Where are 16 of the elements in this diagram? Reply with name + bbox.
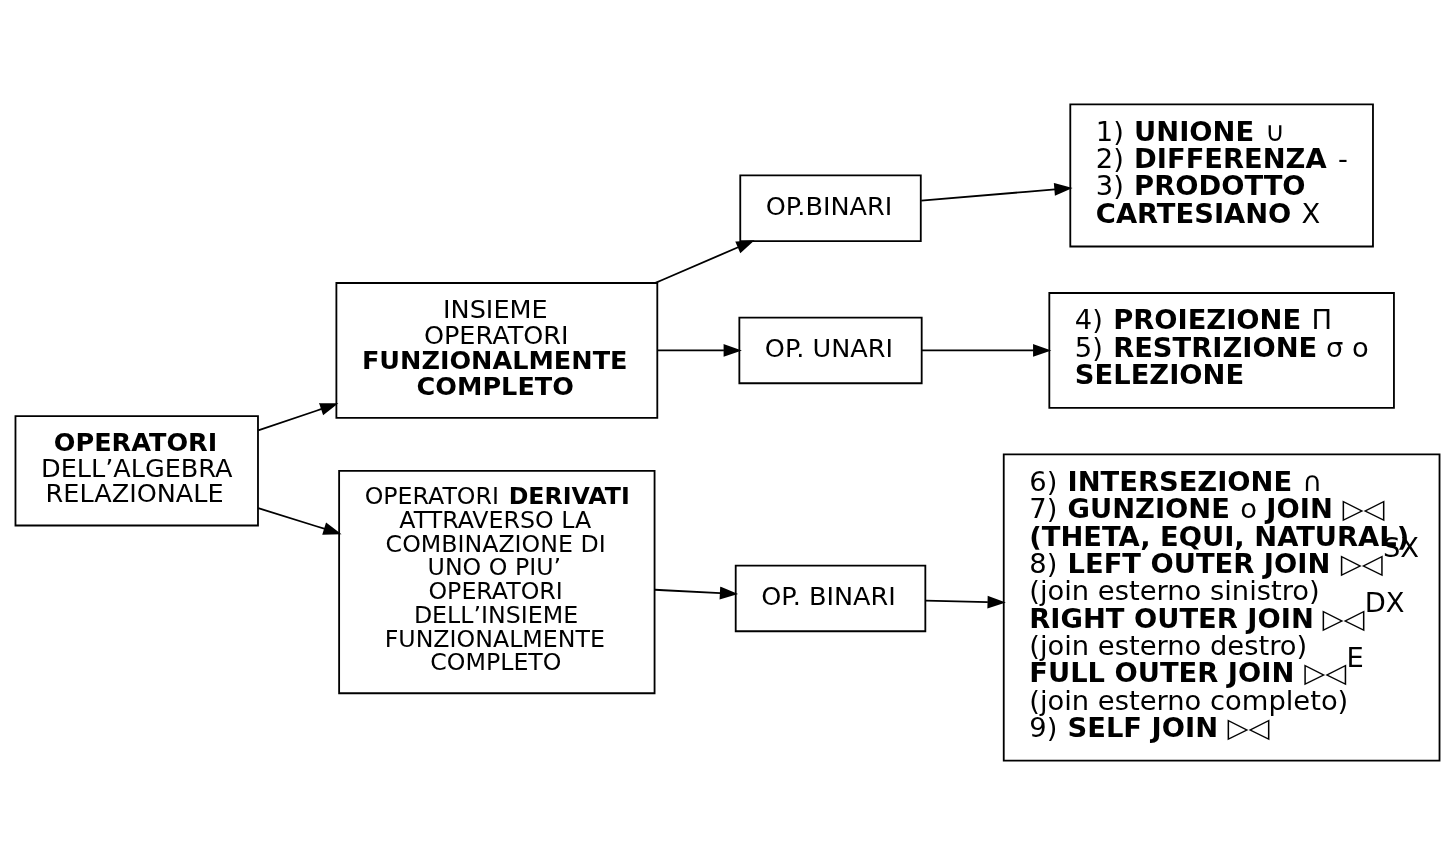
arrow — [654, 586, 739, 599]
node-box: 4) PROIEZIONE Π 5) RESTRIZIONE σ o SELEZIONE — [1048, 291, 1395, 409]
node-box: OP. BINARI — [734, 564, 927, 632]
node-box: OP.BINARI — [739, 174, 922, 242]
arrow — [257, 506, 342, 535]
node-box: OPERATORI DERIVATI ATTRAVERSO LA COMBINAZIONE DI UNO O PIU’ OPERATORI DELL’INSIEME FUNZIONALMENTE COMPLETO — [338, 469, 656, 694]
node-box: OP. UNARI — [738, 316, 923, 384]
arrow — [924, 595, 1006, 608]
node-box: 1) UNIONE ∪ 2) DIFFERENZA - 3) PRODOTTO CARTESIANO X — [1069, 102, 1374, 247]
arrow — [920, 343, 1052, 357]
node-box: OPERATORI DELL’ALGEBRA RELAZIONALE — [14, 414, 259, 526]
arrow — [654, 239, 755, 284]
arrow — [656, 343, 742, 357]
arrow — [257, 402, 339, 431]
arrow — [920, 182, 1073, 202]
node-box: INSIEME OPERATORI FUNZIONALMENTE COMPLETO — [335, 281, 659, 419]
